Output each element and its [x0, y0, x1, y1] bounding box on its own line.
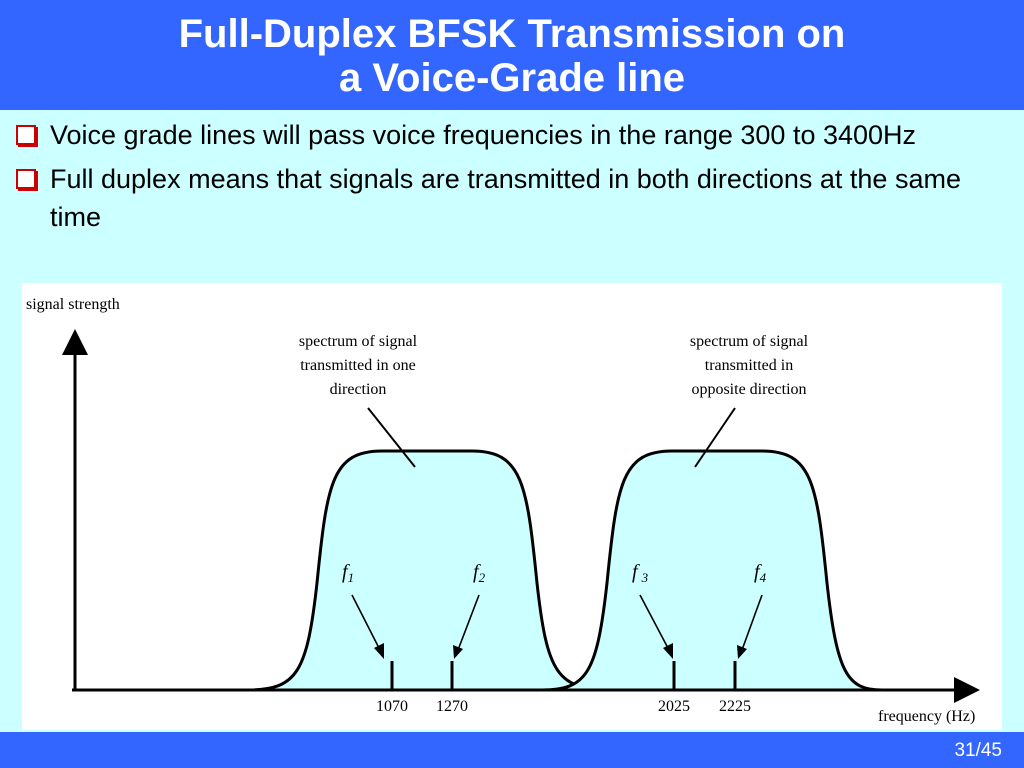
bullet-item-voice-grade: Voice grade lines will pass voice freque… — [14, 116, 1019, 154]
left-spectrum-label-line-1: spectrum of signal — [299, 333, 418, 350]
page-number: 31/45 — [954, 740, 1002, 761]
f4-value: 2225 — [719, 698, 751, 715]
f1-arrow — [351, 594, 381, 651]
f2-arrowhead-icon — [453, 645, 463, 659]
f1-arrowhead-icon — [374, 643, 384, 659]
f1-label: f1 — [342, 561, 354, 585]
left-spectrum-label-line-2: transmitted in one — [300, 357, 416, 374]
right-spectrum-label-line-3: opposite direction — [691, 381, 806, 398]
title-line-2: a Voice-Grade line — [338, 56, 686, 100]
left-spectrum-pointer — [367, 407, 416, 468]
f2-symbol: f — [473, 561, 481, 583]
title-line-1: Full-Duplex BFSK Transmission on — [178, 12, 846, 56]
bullet-text: Full duplex means that signals are trans… — [50, 164, 961, 232]
f2-arrow — [457, 594, 480, 651]
bullet-text: Voice grade lines will pass voice freque… — [50, 120, 917, 150]
spectrum-diagram: signal strength frequency (Hz) spectrum … — [22, 283, 1002, 730]
f3-value: 2025 — [658, 698, 690, 715]
bullet-box-icon — [16, 125, 36, 145]
right-spectrum-pointer — [694, 407, 736, 468]
slide-footer: 31/45 — [0, 732, 1024, 768]
spectrum-left-shape — [246, 449, 613, 692]
spectrum-right-shape — [541, 449, 883, 692]
x-axis-arrow-icon — [954, 677, 980, 703]
right-spectrum-label-line-1: spectrum of signal — [690, 333, 809, 350]
f2-subscript: 2 — [479, 570, 486, 585]
f4-subscript: 4 — [760, 570, 767, 585]
f4-symbol: f — [754, 561, 762, 583]
y-axis-arrow-icon — [62, 329, 88, 355]
f4-arrowhead-icon — [737, 645, 747, 659]
f3-subscript: 3 — [641, 570, 649, 585]
f3-symbol: f — [632, 561, 640, 583]
f4-label: f4 — [754, 561, 767, 585]
f4-arrow — [741, 594, 763, 651]
f1-subscript: 1 — [348, 570, 355, 585]
f1-symbol: f — [342, 561, 350, 583]
f1-value: 1070 — [376, 698, 408, 715]
slide-title: Full-Duplex BFSK Transmission on a Voice… — [0, 0, 1024, 110]
spectrum-diagram-svg: signal strength frequency (Hz) spectrum … — [26, 296, 980, 725]
f3-arrowhead-icon — [663, 643, 673, 659]
bullet-list: Voice grade lines will pass voice freque… — [14, 116, 1019, 242]
f2-value: 1270 — [436, 698, 468, 715]
y-axis-label: signal strength — [26, 296, 120, 313]
bullet-box-icon — [16, 169, 36, 189]
right-spectrum-label-line-2: transmitted in — [705, 357, 793, 374]
f3-arrow — [639, 594, 670, 651]
bullet-item-full-duplex: Full duplex means that signals are trans… — [14, 160, 1019, 236]
f2-label: f2 — [473, 561, 486, 585]
x-axis-label: frequency (Hz) — [878, 708, 975, 725]
left-spectrum-label-line-3: direction — [330, 381, 387, 398]
